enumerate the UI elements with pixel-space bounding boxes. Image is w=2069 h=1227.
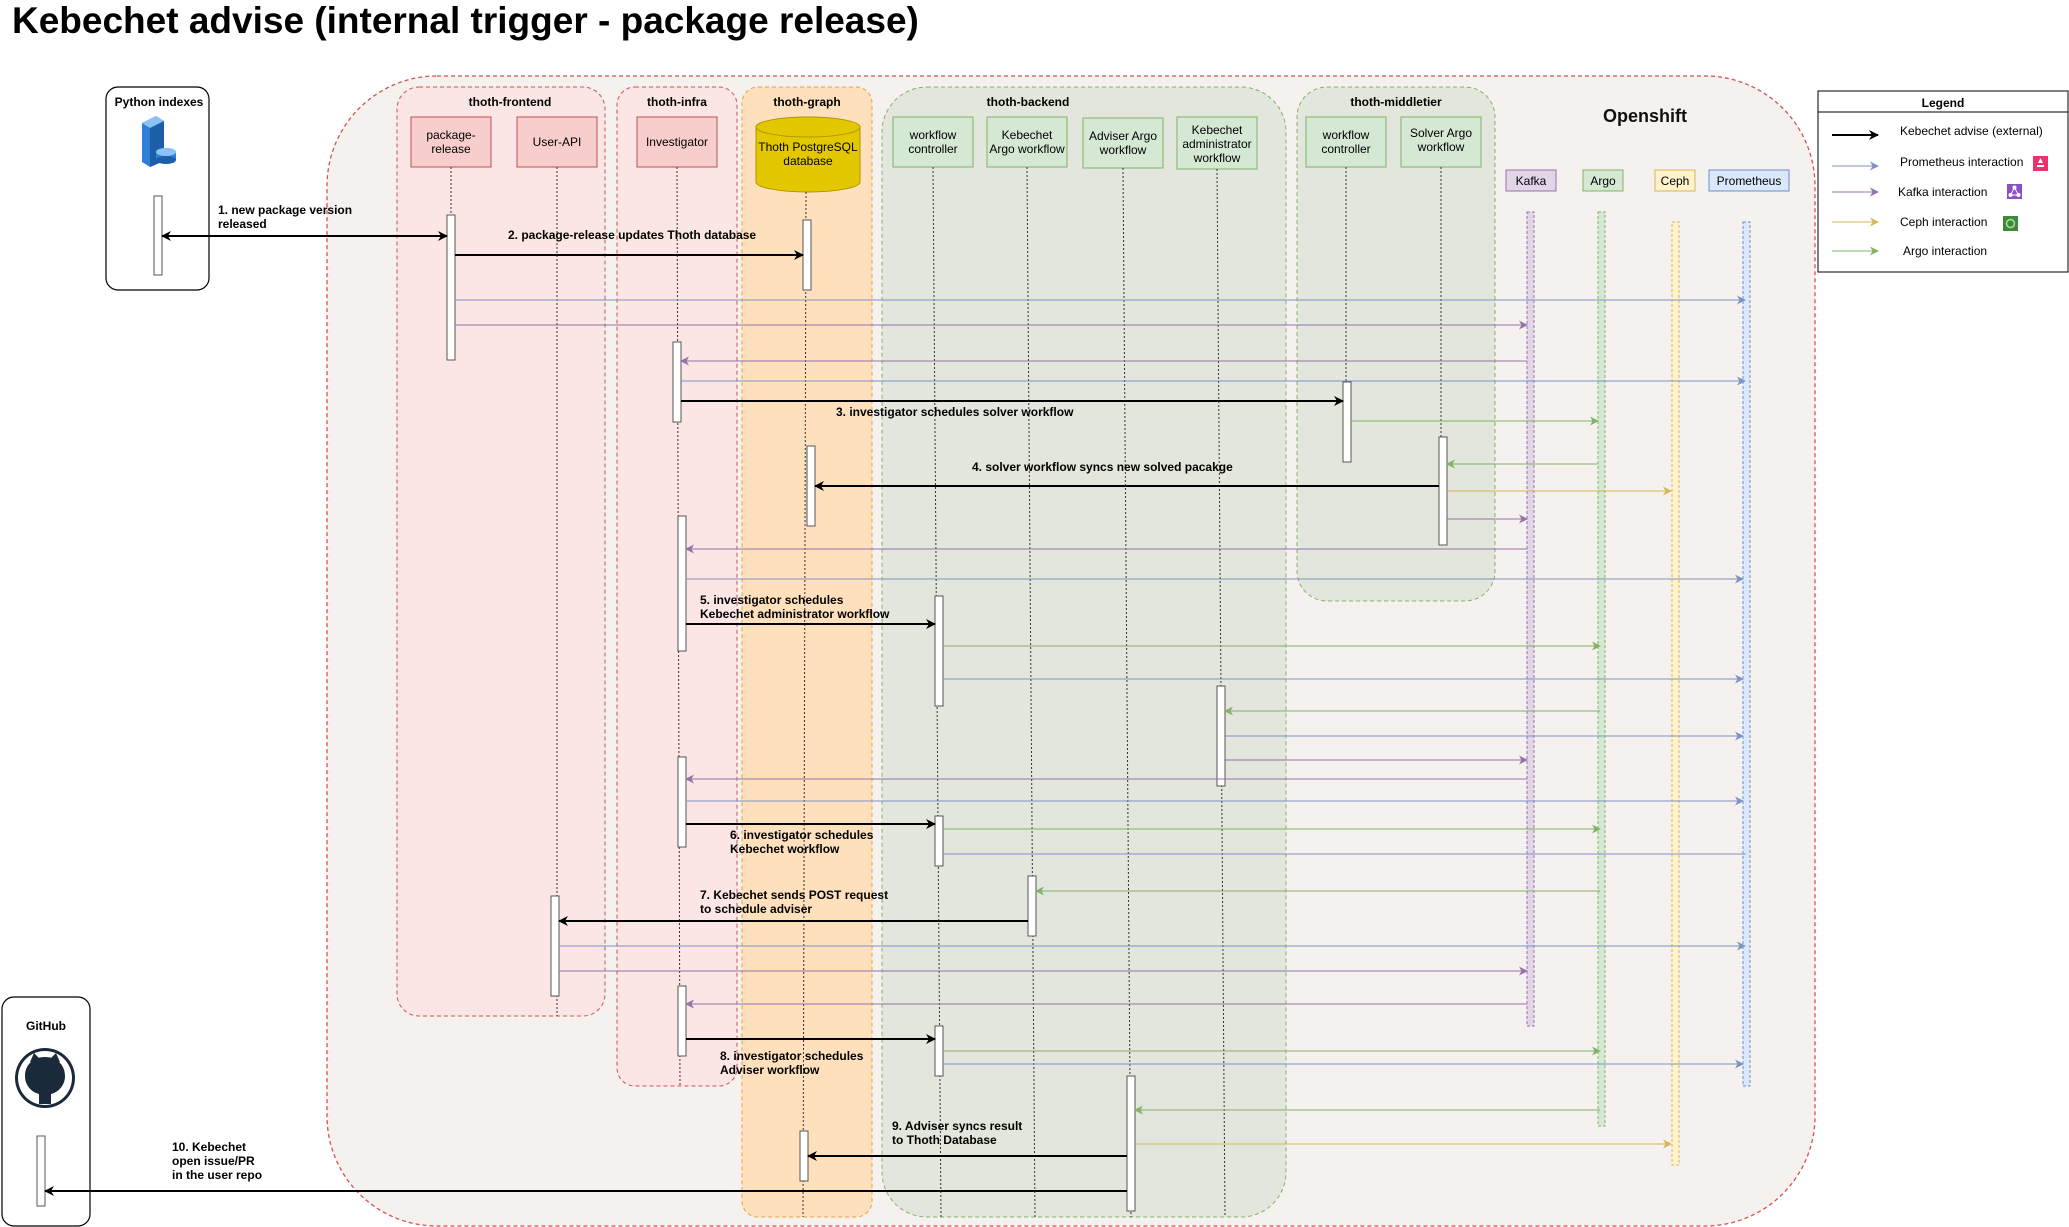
legend-item-main: Kebechet advise (external) xyxy=(1900,124,2043,138)
activation-adviser xyxy=(1126,1075,1136,1212)
group-label-thoth-infra: thoth-infra xyxy=(647,95,707,109)
service-prometheus: Prometheus xyxy=(1708,169,1790,192)
lifeline-adviser-argo-workflow xyxy=(1122,167,1132,1218)
group-thoth-frontend xyxy=(396,86,606,1017)
group-label-thoth-middletier: thoth-middletier xyxy=(1350,95,1442,109)
activation-user-api xyxy=(550,895,560,997)
svg-text:Investigator: Investigator xyxy=(646,135,708,149)
page-title: Kebechet advise (internal trigger - pack… xyxy=(12,0,919,41)
svg-text:Prometheus: Prometheus xyxy=(1717,174,1782,188)
group-thoth-backend xyxy=(881,86,1287,1218)
activation-investigator-3 xyxy=(677,756,687,848)
activation-postgres-1 xyxy=(802,219,812,291)
github-label: GitHub xyxy=(26,1019,66,1033)
lifeline-ceph xyxy=(1671,221,1680,1166)
step-4-label: 4. solver workflow syncs new solved paca… xyxy=(972,460,1233,474)
lifeline-investigator xyxy=(676,166,681,1087)
svg-text:User-API: User-API xyxy=(533,135,582,149)
python-indexes-label: Python indexes xyxy=(115,95,204,109)
component-investigator: Investigator xyxy=(636,116,718,168)
activation-package-release xyxy=(446,214,456,361)
component-package-release: package-release xyxy=(410,116,492,168)
activation-kebechet-admin xyxy=(1216,685,1226,787)
service-argo: Argo xyxy=(1582,169,1624,192)
svg-text:Argo: Argo xyxy=(1590,174,1616,188)
svg-text:Ceph: Ceph xyxy=(1661,174,1690,188)
legend-item-argo: Argo interaction xyxy=(1903,244,1987,258)
kafka-icon xyxy=(2007,184,2022,199)
activation-postgres-2 xyxy=(806,445,816,527)
group-thoth-infra xyxy=(616,86,738,1087)
step-2-label: 2. package-release updates Thoth databas… xyxy=(508,228,756,242)
step-3-label: 3. investigator schedules solver workflo… xyxy=(836,405,1074,419)
activation-investigator-1 xyxy=(672,341,682,423)
lifeline-prometheus xyxy=(1742,221,1751,1087)
legend-item-ceph: Ceph interaction xyxy=(1900,215,1987,229)
activation-backend-controller-1 xyxy=(934,595,944,707)
lifeline-kebechet-argo-workflow xyxy=(1026,166,1036,1218)
activation-middletier-controller xyxy=(1342,381,1352,463)
github-box xyxy=(1,996,91,1227)
activation-investigator-4 xyxy=(677,985,687,1057)
activation-python-indexes xyxy=(153,195,163,276)
activation-backend-controller-2 xyxy=(934,815,944,867)
service-ceph: Ceph xyxy=(1654,169,1696,192)
lifeline-postgres xyxy=(802,191,807,1218)
svg-text:package-release: package-release xyxy=(426,128,475,156)
activation-solver xyxy=(1438,436,1448,546)
activation-github xyxy=(36,1135,46,1207)
component-user-api: User-API xyxy=(516,116,598,168)
group-label-thoth-frontend: thoth-frontend xyxy=(469,95,552,109)
activation-investigator-2 xyxy=(677,515,687,652)
service-kafka: Kafka xyxy=(1505,169,1557,192)
openshift-label: Openshift xyxy=(1603,106,1687,126)
group-label-thoth-backend: thoth-backend xyxy=(987,95,1070,109)
legend-item-kafka: Kafka interaction xyxy=(1898,185,1987,199)
activation-backend-controller-3 xyxy=(934,1025,944,1077)
prometheus-icon xyxy=(2033,156,2048,171)
svg-text:Kafka: Kafka xyxy=(1516,174,1547,188)
lifeline-argo xyxy=(1597,211,1606,1127)
server-database-icon xyxy=(142,116,176,167)
legend-item-prometheus: Prometheus interaction xyxy=(1900,155,2023,169)
lifeline-kafka xyxy=(1526,211,1535,1027)
group-thoth-graph xyxy=(741,86,873,1218)
activation-kebechet-argo xyxy=(1027,875,1037,937)
activation-postgres-3 xyxy=(799,1130,809,1182)
group-label-thoth-graph: thoth-graph xyxy=(773,95,840,109)
legend-title: Legend xyxy=(1922,96,1965,110)
ceph-icon xyxy=(2003,216,2018,231)
github-icon xyxy=(15,1048,75,1108)
legend: Legend Kebechet advise (external) Promet… xyxy=(1817,90,2069,273)
